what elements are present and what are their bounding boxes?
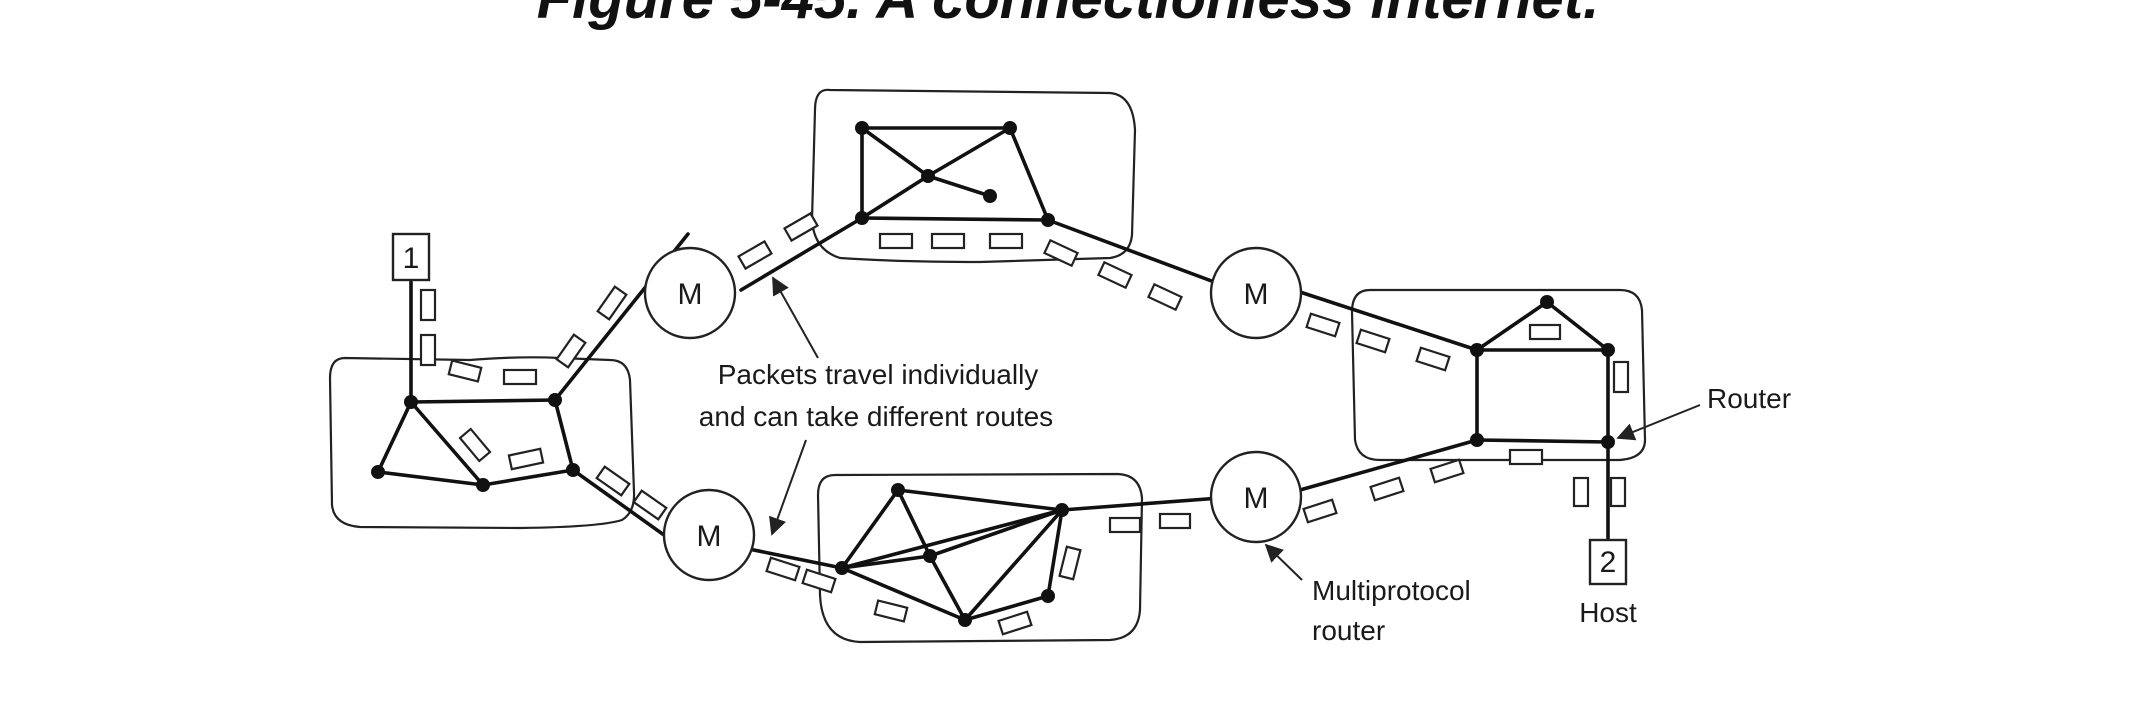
network-right [1350, 288, 1647, 462]
arrow-to-bottom-path [769, 439, 807, 536]
label-router: Router [1707, 383, 1791, 414]
label-host: Host [1579, 597, 1637, 628]
multiprotocol-router-top-left: M [643, 246, 737, 340]
packets [419, 211, 1630, 636]
host-2: 2 [1588, 538, 1628, 586]
top-network-nodes [855, 121, 1055, 227]
right-network-nodes [1470, 295, 1615, 449]
annotation-packets-line1: Packets travel individually [718, 359, 1039, 390]
arrow-to-top-path [772, 276, 819, 359]
host-1: 1 [391, 232, 431, 282]
bottom-network-edges [737, 488, 1222, 622]
multiprotocol-router-top-right: M [1209, 246, 1303, 340]
multiprotocol-router-bottom-left: M [662, 488, 756, 582]
svg-text:M: M [1244, 278, 1269, 311]
svg-text:M: M [1244, 482, 1269, 515]
bottom-network-nodes [835, 483, 1069, 627]
figure-title: Figure 5-45. A connectionless internet. [0, 0, 2136, 28]
left-network-nodes [371, 393, 580, 492]
right-network-edges [1298, 290, 1610, 542]
network-bottom [816, 472, 1144, 644]
svg-text:1: 1 [403, 242, 420, 275]
annotation-packets-line2: and can take different routes [699, 401, 1053, 432]
label-multiprotocol-line2: router [1312, 615, 1385, 646]
multiprotocol-router-bottom-right: M [1209, 450, 1303, 544]
label-multiprotocol-line1: Multiprotocol [1312, 575, 1471, 606]
svg-text:M: M [678, 278, 703, 311]
network-top [810, 88, 1137, 264]
svg-text:2: 2 [1600, 546, 1617, 579]
top-network-edges [739, 126, 1227, 292]
svg-text:M: M [697, 520, 722, 553]
arrow-multiprotocol [1264, 543, 1303, 581]
arrow-router [1616, 404, 1701, 441]
